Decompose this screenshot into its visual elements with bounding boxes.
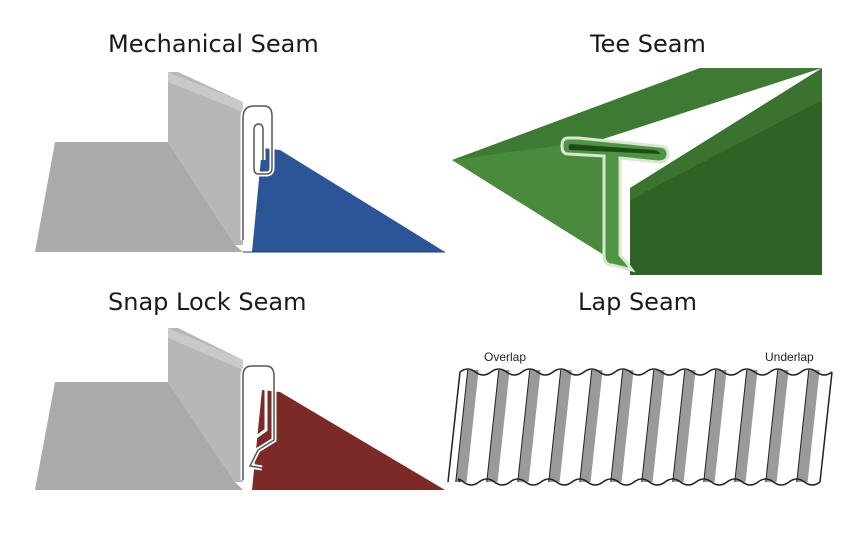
snap-lock-seam-red-panel [252, 390, 445, 490]
mechanical-seam-blue-panel [252, 148, 445, 252]
lap-seam-rib-line [610, 369, 624, 483]
lap-seam-rib-line [703, 369, 717, 483]
tee-seam-right-panel [630, 100, 822, 275]
lap-seam-rib [734, 370, 758, 482]
mechanical-seam-gray-riser [168, 72, 243, 245]
mechanical-seam-title: Mechanical Seam [108, 30, 319, 58]
lap-seam-rib-line [765, 369, 779, 483]
tee-seam-tee-profile [560, 136, 670, 273]
lap-seam-rib [579, 370, 603, 482]
tee-seam-title: Tee Seam [590, 30, 706, 58]
snap-lock-seam-title: Snap Lock Seam [108, 288, 307, 316]
lap-seam-rib-line [455, 369, 469, 483]
lap-seam-rib-line [517, 369, 531, 483]
lap-seam-rib [548, 370, 572, 482]
lap-seam-title: Lap Seam [578, 288, 698, 316]
lap-seam-rib [641, 370, 665, 482]
lap-seam-rib [765, 370, 789, 482]
lap-seam-rib-line [672, 369, 686, 483]
lap-seam-right-edge [819, 371, 833, 483]
lap-seam-rib-line [796, 369, 810, 483]
snap-lock-seam-gray-riser [168, 328, 243, 482]
overlap-label: Overlap [484, 350, 527, 364]
lap-seam-rib [672, 370, 696, 482]
mechanical-seam-gray-base [35, 142, 243, 252]
lap-seam-bottom-edge [457, 478, 821, 486]
lap-seam-top-edge [459, 368, 833, 376]
underlap-label: Underlap [765, 350, 814, 364]
lap-seam-rib-line [486, 369, 500, 483]
lap-seam-left-edge [447, 371, 461, 483]
lap-seam-rib-line [641, 369, 655, 483]
lap-seam-rib-line [548, 369, 562, 483]
lap-seam-rib [703, 370, 727, 482]
lap-seam-rib [610, 370, 634, 482]
lap-seam-rib-line [734, 369, 748, 483]
lap-seam-rib [796, 370, 820, 482]
lap-seam-rib-line [579, 369, 593, 483]
snap-lock-seam-gray-base [35, 382, 243, 490]
lap-seam-rib [517, 370, 541, 482]
lap-seam-rib [455, 370, 479, 482]
lap-seam-rib [486, 370, 510, 482]
